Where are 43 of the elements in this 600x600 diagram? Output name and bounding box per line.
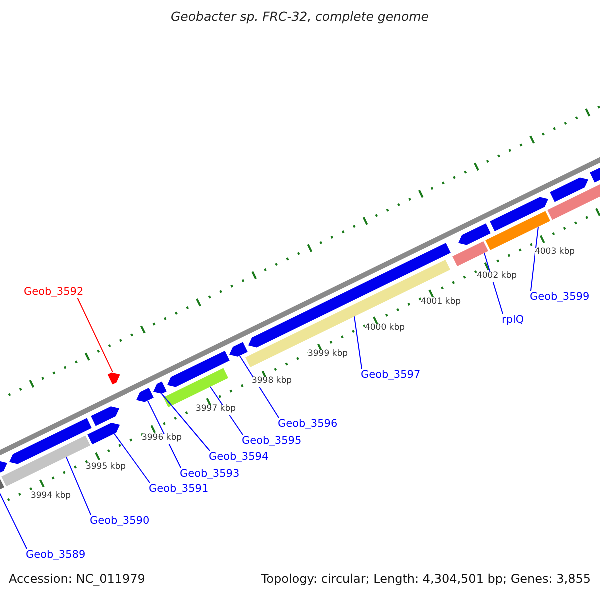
gene-feature <box>91 406 120 426</box>
scale-label: 3994 kbp <box>30 492 72 502</box>
scale-label: 3998 kbp <box>252 377 292 387</box>
leader-line <box>77 298 114 373</box>
gene-label: Geob_3596 <box>278 418 338 430</box>
scale-label: 4000 kbp <box>364 324 406 334</box>
gene-feature <box>154 382 167 394</box>
accession-text: Accession: NC_011979 <box>9 573 146 587</box>
leader-line <box>66 456 92 516</box>
gene-label: Geob_3597 <box>361 369 421 382</box>
gene-label: Geob_3590 <box>90 515 150 528</box>
scale-label: 4002 kbp <box>476 272 518 282</box>
title: Geobacter sp. FRC-32, complete genome <box>170 10 430 24</box>
gene-feature <box>136 388 154 402</box>
gene-feature <box>550 178 588 202</box>
scale-label: 4001 kbp <box>420 298 462 308</box>
scale-label: 3999 kbp <box>308 350 348 360</box>
gene-feature <box>490 197 548 232</box>
scale-label: 3996 kbp <box>142 434 182 444</box>
scale-label: 4003 kbp <box>534 248 576 258</box>
gene-label: Geob_3595 <box>242 435 302 448</box>
gene-feature <box>458 224 491 246</box>
gene-label: Geob_3592 <box>24 286 84 298</box>
gene-label: Geob_3591 <box>149 483 209 496</box>
gene-label: Geob_3594 <box>209 451 269 464</box>
gene-feature <box>108 372 120 385</box>
gene-feature <box>452 242 488 266</box>
scale-label: 3995 kbp <box>86 463 126 473</box>
gene-feature <box>88 423 120 445</box>
gene-label: Geob_3593 <box>180 468 240 480</box>
leader-line <box>0 490 28 550</box>
gene-feature <box>230 342 248 357</box>
gene-label: Geob_3599 <box>530 291 590 304</box>
gene-label: Geob_3589 <box>26 549 86 562</box>
leader-line <box>147 400 182 468</box>
gene-feature <box>10 418 92 464</box>
gene-feature <box>168 351 230 388</box>
leader-line <box>161 394 210 452</box>
leader-line <box>354 316 362 370</box>
gene-label: rplQ <box>502 314 524 326</box>
leader-line <box>114 433 150 484</box>
genome-stats-text: Topology: circular; Length: 4,304,501 bp; Genes: 3,855 <box>261 573 591 587</box>
scale-label: 3997 kbp <box>196 405 236 415</box>
